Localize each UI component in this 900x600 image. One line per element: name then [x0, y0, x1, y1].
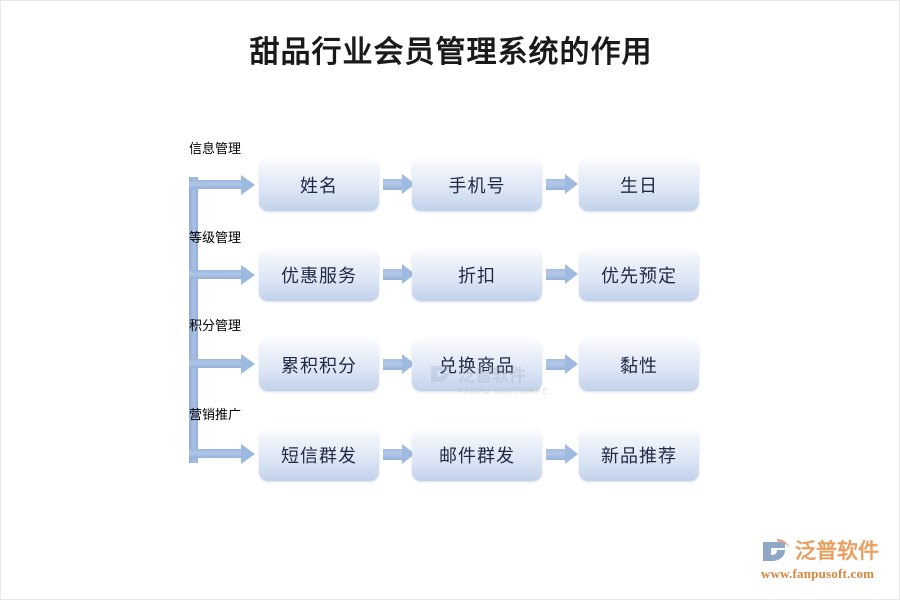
flow-box-row1-col2[interactable]: 手机号	[412, 159, 542, 211]
flow-box-row2-col1[interactable]: 优惠服务	[259, 249, 379, 301]
link-arrow-row3-2to3	[546, 354, 578, 374]
brand-logo: 泛普软件 www.fanpusoft.com	[761, 537, 893, 582]
flow-box-row3-col3[interactable]: 黏性	[579, 339, 699, 391]
section-label-points-management: 积分管理	[189, 319, 242, 334]
link-arrow-row2-1to2	[383, 264, 415, 284]
page-title: 甜品行业会员管理系统的作用	[249, 36, 653, 69]
flow-box-row4-col2[interactable]: 邮件群发	[412, 429, 542, 481]
flow-box-row4-col3[interactable]: 新品推荐	[579, 429, 699, 481]
brand-name: 泛普软件	[795, 539, 879, 563]
link-arrow-row2-2to3	[546, 264, 578, 284]
trunk-connector	[189, 177, 198, 463]
flow-box-row1-col1[interactable]: 姓名	[259, 159, 379, 211]
fanpu-brand-icon	[761, 537, 791, 565]
flow-box-row1-col3[interactable]: 生日	[579, 159, 699, 211]
flow-box-row2-col2[interactable]: 折扣	[412, 249, 542, 301]
section-label-level-management: 等级管理	[189, 231, 242, 246]
flow-box-row3-col1[interactable]: 累积积分	[259, 339, 379, 391]
flow-box-row4-col1[interactable]: 短信群发	[259, 429, 379, 481]
section-label-marketing-promotion: 营销推广	[189, 408, 242, 423]
section-label-information-management: 信息管理	[189, 142, 242, 157]
link-arrow-row3-1to2	[383, 354, 415, 374]
link-arrow-row4-1to2	[383, 444, 415, 464]
branch-arrow-row-4	[189, 443, 255, 464]
link-arrow-row1-1to2	[383, 174, 415, 194]
branch-arrow-row-3	[189, 353, 255, 374]
flow-box-row3-col2[interactable]: 兑换商品	[412, 339, 542, 391]
link-arrow-row4-2to3	[546, 444, 578, 464]
branch-arrow-row-1	[189, 174, 255, 195]
brand-url: www.fanpusoft.com	[761, 566, 875, 581]
flow-box-row2-col3[interactable]: 优先预定	[579, 249, 699, 301]
link-arrow-row1-2to3	[546, 174, 578, 194]
branch-arrow-row-2	[189, 264, 255, 285]
